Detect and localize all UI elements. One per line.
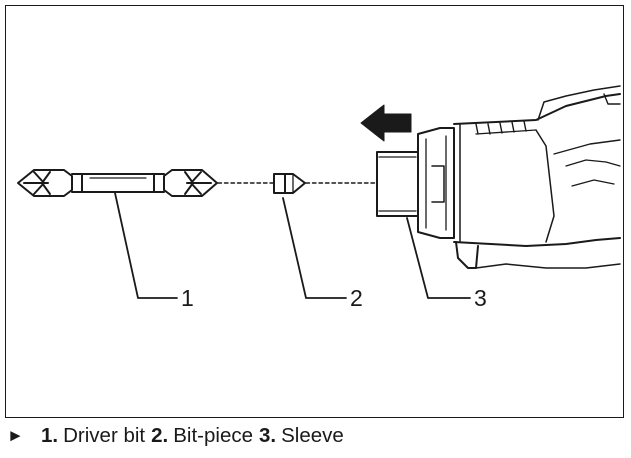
caption-number-3: 3. (259, 424, 277, 447)
caption-label-sleeve: Sleeve (281, 424, 344, 447)
leader-line-2 (282, 197, 347, 299)
callout-2: 2 (350, 285, 363, 311)
leader-line-1 (114, 192, 178, 299)
figure-caption: ► 1. Driver bit 2. Bit-piece 3. Sleeve (7, 423, 350, 449)
tool-body (417, 85, 621, 269)
driver-bit (17, 169, 218, 197)
direction-arrow (360, 104, 412, 142)
callout-1: 1 (181, 285, 194, 311)
callout-3: 3 (474, 285, 487, 311)
bit-piece (273, 173, 306, 194)
caption-marker-icon: ► (7, 426, 24, 445)
caption-number-2: 2. (151, 424, 169, 447)
assembly-diagram: 1 2 3 (17, 85, 621, 311)
figure-frame: 1 2 3 (5, 5, 624, 418)
caption-number-1: 1. (41, 424, 59, 447)
leader-line-3 (406, 217, 471, 299)
caption-label-bit-piece: Bit-piece (173, 424, 253, 447)
caption-label-driver-bit: Driver bit (63, 424, 146, 447)
sleeve (376, 151, 419, 217)
